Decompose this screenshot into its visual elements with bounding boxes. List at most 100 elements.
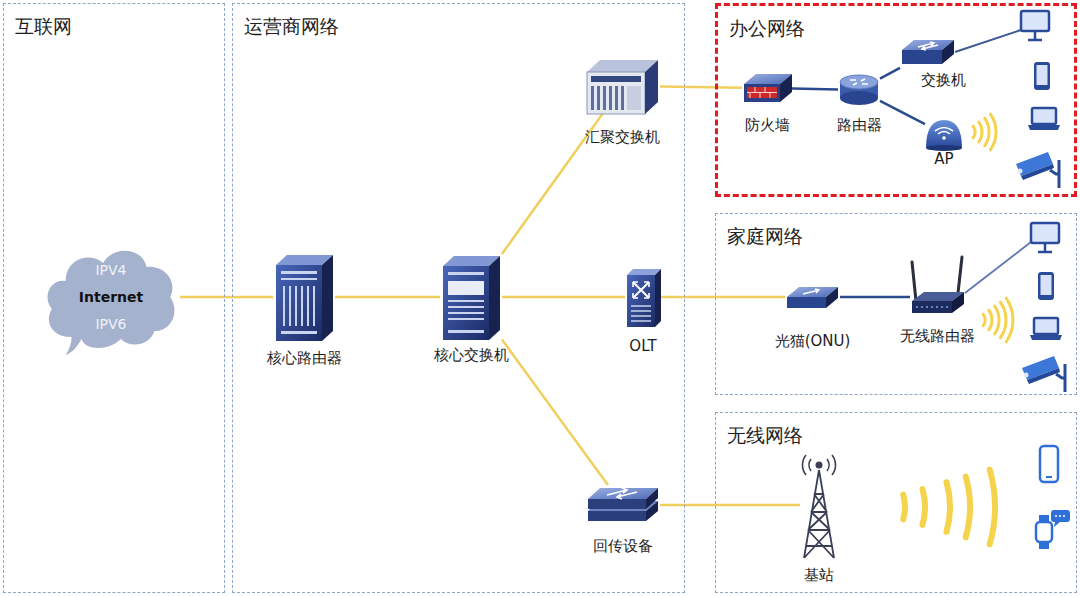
wave xyxy=(947,482,950,532)
zone-title: 运营商网络 xyxy=(244,14,339,40)
slot xyxy=(448,306,484,308)
device-front xyxy=(912,301,952,313)
device-label: 回传设备 xyxy=(593,537,653,555)
device-front xyxy=(443,266,489,340)
tablet-icon xyxy=(1038,272,1054,300)
brick-lines xyxy=(747,87,777,98)
zone-title: 无线网络 xyxy=(727,423,803,449)
ap-dome xyxy=(926,120,962,148)
brick-wall xyxy=(747,87,777,98)
device-label: 路由器 xyxy=(837,116,882,134)
slot xyxy=(281,331,317,334)
arrows xyxy=(607,488,637,499)
network-device: 光猫(ONU) xyxy=(785,284,840,310)
device-front xyxy=(627,275,655,327)
slot xyxy=(448,330,484,333)
wave xyxy=(979,122,982,142)
device-front xyxy=(787,297,826,308)
core-router-icon xyxy=(276,255,333,341)
cloud-text: Internet xyxy=(79,289,143,306)
network-link xyxy=(335,296,440,299)
device-side xyxy=(646,488,658,509)
network-device: 交换机 xyxy=(900,38,955,68)
network-zone: 运营商网络核心路由器核心交换机汇聚交换机OLT回传设备 xyxy=(232,3,685,593)
arrow-tips xyxy=(633,282,649,298)
wave xyxy=(966,477,970,538)
device-label: 防火墙 xyxy=(745,116,790,134)
watch-face xyxy=(1036,522,1052,542)
network-device: 汇聚交换机 xyxy=(585,58,660,114)
device-front xyxy=(587,72,645,114)
device-label: AP xyxy=(934,150,953,168)
device-front xyxy=(276,265,322,341)
tower-signal xyxy=(802,455,835,475)
network-device: 核心交换机 xyxy=(440,254,502,340)
device-side xyxy=(942,40,954,64)
router-arrows xyxy=(850,79,868,85)
desktop-icon xyxy=(1031,223,1059,252)
slot xyxy=(448,312,484,314)
wave xyxy=(923,489,926,525)
onu-icon xyxy=(787,287,838,308)
network-zone: 互联网IPV4InternetIPV6 xyxy=(3,3,225,593)
chat-dots xyxy=(1055,515,1066,517)
desktop-icon xyxy=(1021,11,1049,40)
device-slot xyxy=(603,86,606,110)
device-slots xyxy=(281,271,317,334)
cloud-text: IPV6 xyxy=(95,316,126,333)
ap-wifi-mark xyxy=(935,128,953,135)
network-device: 核心路由器 xyxy=(273,253,335,341)
slot xyxy=(295,286,297,326)
device-front xyxy=(588,499,646,509)
base-station-icon xyxy=(802,455,835,558)
zone-title: 互联网 xyxy=(15,14,72,40)
device-side xyxy=(489,256,500,340)
network-zone: 办公网络防火墙路由器交换机AP xyxy=(715,3,1077,197)
slot xyxy=(301,286,303,326)
watch-icon xyxy=(1036,510,1070,549)
slot xyxy=(448,300,484,302)
device-label: 光猫(ONU) xyxy=(775,332,851,350)
device-label: 核心交换机 xyxy=(434,346,509,364)
internet-cloud: IPV4InternetIPV6 xyxy=(42,237,180,357)
camera-icon xyxy=(1016,152,1059,188)
device-slot xyxy=(615,86,618,110)
network-link xyxy=(660,504,800,507)
phone-button xyxy=(1046,476,1052,478)
slot xyxy=(283,286,285,326)
network-zone: 家庭网络光猫(ONU)无线路由器 xyxy=(715,213,1077,395)
cloud-text-stack: IPV4InternetIPV6 xyxy=(42,237,180,357)
wave xyxy=(985,118,989,146)
core-switch-icon xyxy=(443,256,500,340)
wave xyxy=(995,306,999,334)
device-slot xyxy=(627,86,641,110)
network-zone: 无线网络基站 xyxy=(715,412,1077,593)
onu-arrow xyxy=(803,289,819,294)
network-link xyxy=(660,87,742,88)
device-slot xyxy=(621,86,624,110)
wave xyxy=(1006,298,1013,342)
device-side xyxy=(952,292,964,313)
device-slot xyxy=(591,76,641,82)
device-slot xyxy=(597,86,600,110)
laptop-icon xyxy=(1028,108,1060,130)
slot xyxy=(448,318,484,320)
wifi-waves xyxy=(983,298,1013,342)
tower-antenna xyxy=(816,462,823,469)
cross-arrows xyxy=(633,282,649,298)
slot xyxy=(289,286,291,326)
network-link xyxy=(880,101,925,124)
wave xyxy=(990,470,995,545)
network-device: 防火墙 xyxy=(742,72,792,104)
network-device: AP xyxy=(925,118,963,150)
slot xyxy=(448,281,484,295)
device-front xyxy=(744,84,780,102)
device-side xyxy=(826,287,838,308)
network-link xyxy=(661,296,785,299)
chat-bubble xyxy=(1051,510,1070,522)
device-slots xyxy=(631,306,651,321)
device-slot xyxy=(609,86,612,110)
network-link xyxy=(792,89,838,90)
network-link xyxy=(840,296,910,299)
device-slot xyxy=(591,86,594,110)
